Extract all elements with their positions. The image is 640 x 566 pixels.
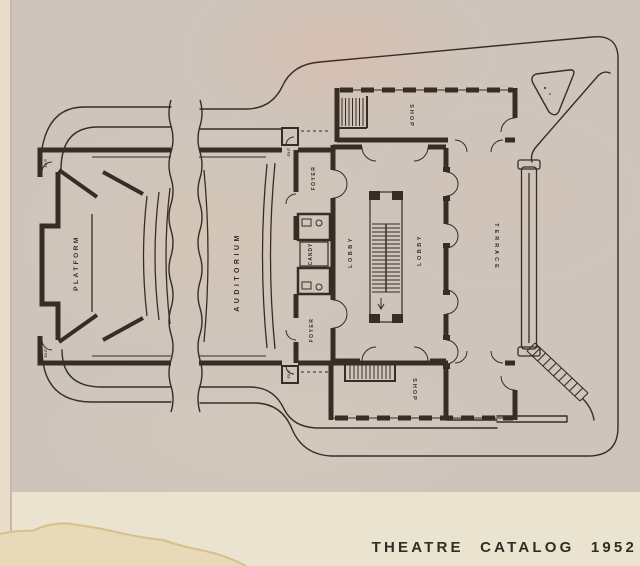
top-shop-stair [339, 96, 368, 129]
wall-piers [443, 167, 450, 369]
room-label-shop: SHOP [411, 378, 417, 402]
catalog-caption: THEATRE CATALOG 1952 [371, 539, 637, 556]
paper-discoloration [12, 0, 640, 492]
room-label-exit: EXIT [44, 159, 48, 168]
plan-break-lines [168, 99, 203, 413]
room-label-foyer: FOYER [309, 318, 315, 343]
door-swings [41, 117, 516, 391]
exit-vestibules [281, 127, 299, 384]
building-walls [37, 87, 518, 421]
room-label-lobby: LOBBY [348, 236, 354, 268]
plan-paper-area [12, 0, 640, 492]
room-label-exit: EXIT [287, 148, 291, 157]
page-left-margin [0, 0, 12, 566]
room-label-lobby: LOBBY [417, 234, 423, 266]
lobby-grand-stair [369, 191, 403, 323]
thin-wall-lines [92, 89, 515, 419]
room-label-foyer: FOYER [311, 166, 317, 191]
room-label-platform: PLATFORM [73, 235, 80, 291]
room-label-auditorium: AUDITORIUM [234, 232, 241, 312]
bottom-foyer-stair [344, 362, 396, 382]
planter-island [531, 69, 575, 116]
exterior-stair [526, 342, 589, 402]
room-labels: PLATFORM AUDITORIUM FOYER CANDY FOYER LOBBY LO… [44, 104, 499, 402]
room-label-exit: EXIT [287, 370, 291, 379]
room-label-shop: SHOP [408, 104, 414, 128]
room-label-candy: CANDY [308, 243, 314, 266]
room-label-terrace: TERRACE [493, 223, 499, 271]
terrace-planter-strip [517, 159, 541, 357]
dashed-walk-lines [301, 130, 331, 373]
paper-stain [0, 522, 247, 566]
candy-booth [296, 212, 332, 296]
auditorium-seating [91, 162, 276, 350]
room-label-exit: EXIT [44, 349, 48, 358]
